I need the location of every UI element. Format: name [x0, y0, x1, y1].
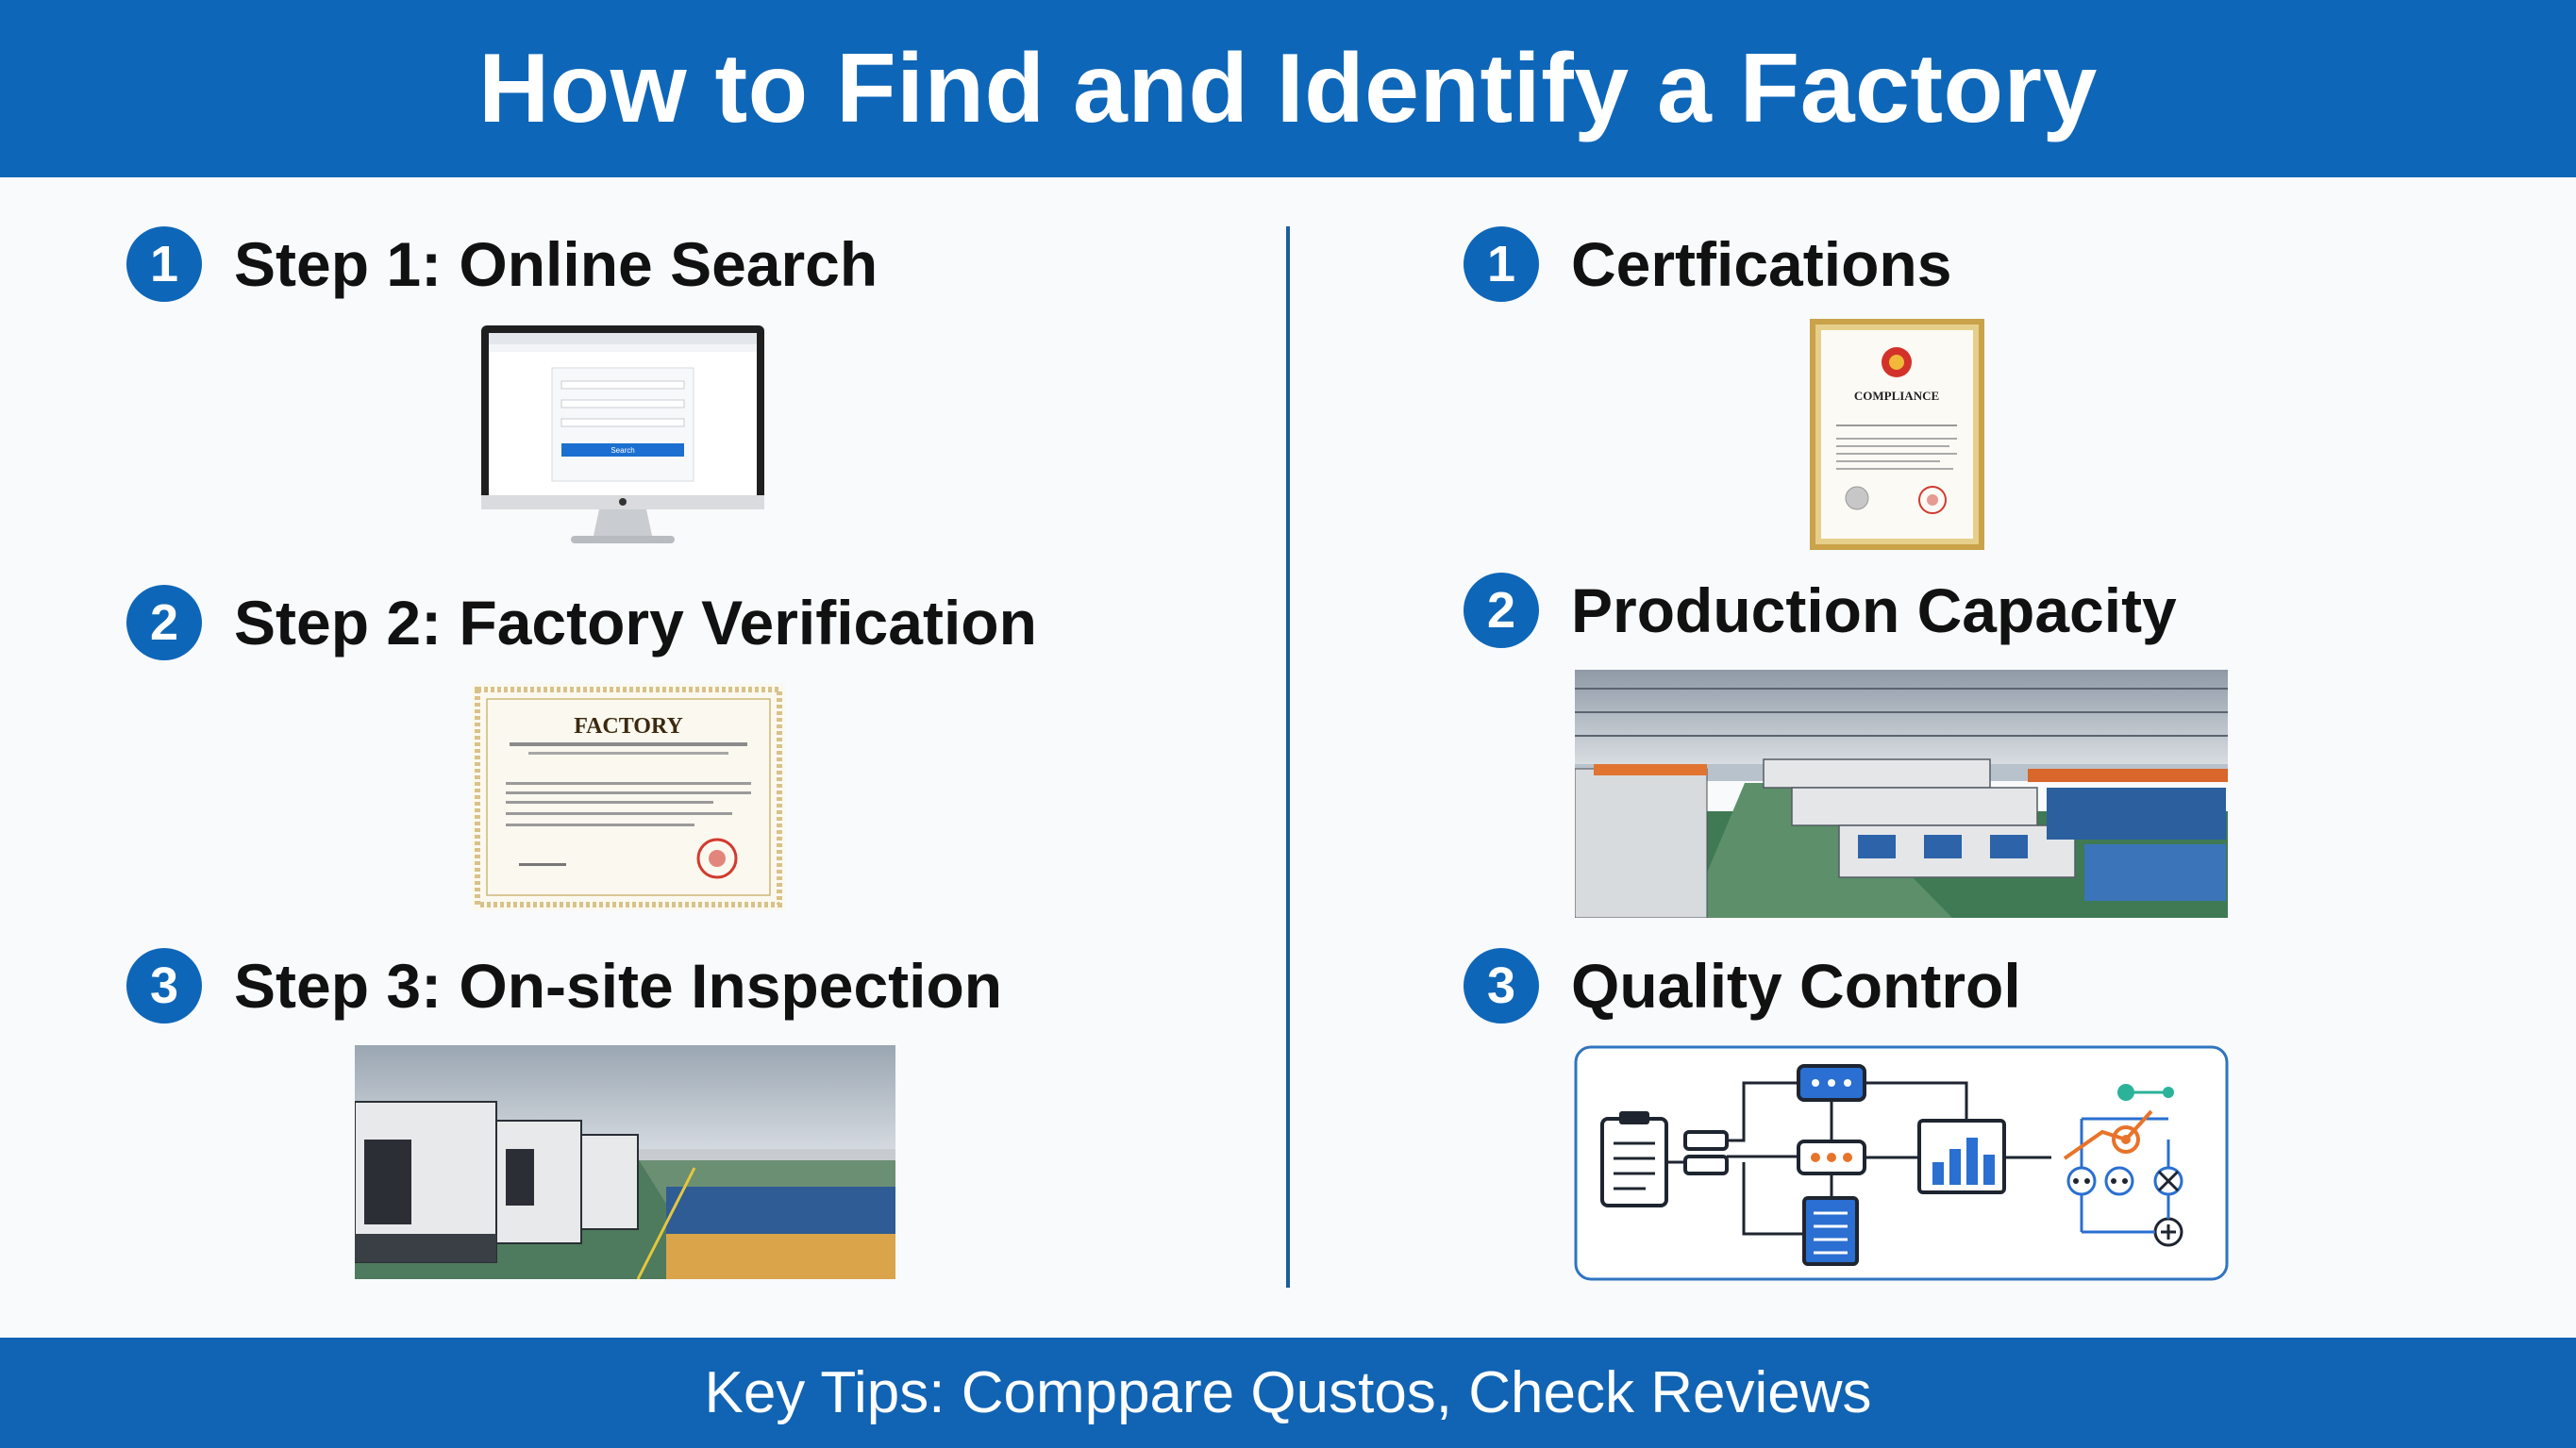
item-number-badge: 2	[1464, 573, 1539, 648]
step-1-heading: 1 Step 1: Online Search	[126, 226, 878, 302]
computer-illustration: Search	[477, 321, 769, 552]
title-banner: How to Find and Identify a Factory	[0, 0, 2576, 177]
step-2-title: Step 2: Factory Verification	[234, 588, 1037, 657]
step-2-heading: 2 Step 2: Factory Verification	[126, 585, 1037, 660]
key-tips-text: Key Tips: Comppare Qustos, Check Reviews	[704, 1360, 1872, 1425]
certificate-title: COMPLIANCE	[1854, 389, 1939, 403]
step-3-heading: 3 Step 3: On-site Inspection	[126, 948, 1002, 1024]
certifications-title: Certfications	[1571, 229, 1952, 299]
production-line-photo	[1575, 670, 2228, 918]
key-tips-banner: Key Tips: Comppare Qustos, Check Reviews	[0, 1338, 2576, 1448]
clipboard-icon	[1600, 1117, 1668, 1207]
page-title: How to Find and Identify a Factory	[478, 33, 2098, 143]
step-1-title: Step 1: Online Search	[234, 229, 878, 299]
certificate-frame-image: COMPLIANCE	[1810, 319, 1984, 550]
column-divider	[1286, 226, 1290, 1288]
item-number-badge: 3	[1464, 948, 1539, 1024]
certifications-heading: 1 Certfications	[1464, 226, 1951, 302]
search-button-text: Search	[611, 446, 634, 455]
step-number-badge: 1	[126, 226, 202, 302]
factory-certificate-title: FACTORY	[574, 714, 683, 739]
quality-control-flowchart	[1574, 1045, 2229, 1281]
quality-control-title: Quality Control	[1571, 951, 2021, 1021]
step-3-title: Step 3: On-site Inspection	[234, 951, 1003, 1021]
factory-certificate-image: FACTORY	[472, 684, 785, 910]
item-number-badge: 1	[1464, 226, 1539, 302]
production-capacity-title: Production Capacity	[1571, 575, 2177, 645]
step-number-badge: 2	[126, 585, 202, 660]
production-capacity-heading: 2 Production Capacity	[1464, 573, 2177, 648]
onsite-inspection-photo	[355, 1045, 895, 1279]
quality-control-heading: 3 Quality Control	[1464, 948, 2021, 1024]
step-number-badge: 3	[126, 948, 202, 1024]
